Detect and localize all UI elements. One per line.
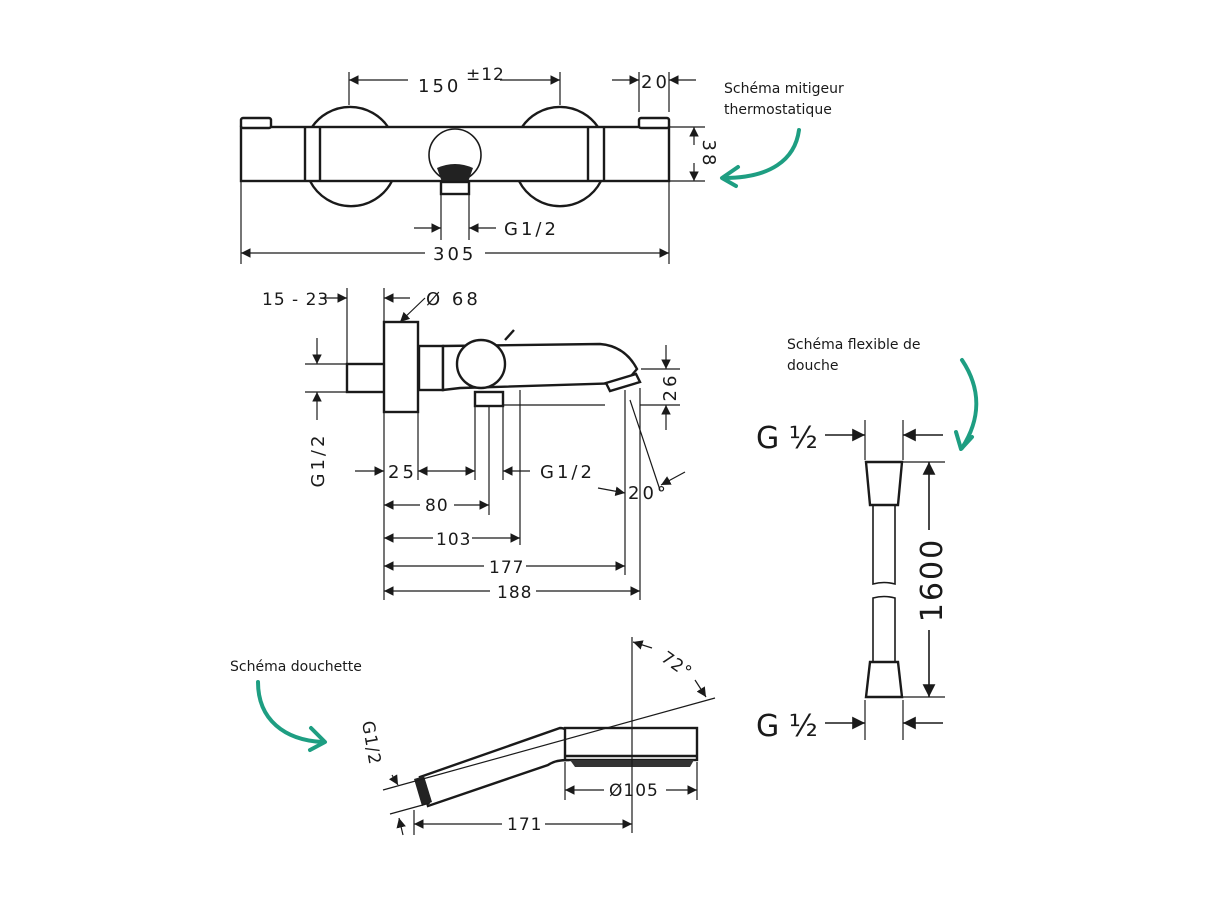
- knob-lever: [504, 329, 515, 341]
- dim-top-thread: G ½: [756, 421, 818, 456]
- dim-103: 103: [436, 530, 471, 550]
- dim-end-width: 20: [641, 72, 670, 93]
- handle-thread-end: [414, 776, 432, 806]
- dim-25: 25: [388, 462, 417, 483]
- dim-height: 38: [698, 140, 719, 169]
- left-disc-top: [311, 105, 389, 128]
- right-disc-bottom: [517, 180, 603, 208]
- thermostat-top-view: 150 ±12 20 38 G1/2 305: [239, 65, 719, 265]
- wall-connector: [345, 362, 387, 394]
- dim-hose-length: 1600: [915, 538, 950, 622]
- dim-80: 80: [425, 496, 449, 516]
- outlet-thread: [439, 180, 471, 196]
- teal-arrow-icon: [256, 680, 324, 744]
- annotation-thermostat: Schéma mitigeur thermostatique: [720, 81, 844, 188]
- dim-diameter: Ø 68: [426, 289, 481, 310]
- dim-outlet-thread: G1/2: [504, 219, 559, 240]
- annotation-handshower: Schéma douchette: [230, 659, 362, 675]
- left-knob-cap: [239, 116, 273, 130]
- annotation-hose-line2: douche: [787, 358, 839, 374]
- coupling-nut: [417, 344, 445, 392]
- dim-head-angle: 72°: [657, 648, 696, 683]
- hose-bottom-section: [872, 595, 896, 695]
- outlet-nut: [437, 164, 473, 182]
- annotation-thermostat-line1: Schéma mitigeur: [724, 81, 844, 97]
- dim-spacing-tolerance: ±12: [466, 65, 505, 85]
- right-disc-top: [521, 105, 599, 128]
- hose-top-ferrule: [864, 460, 904, 507]
- teal-arrow-icon: [960, 358, 979, 450]
- thermostat-side-view: 15 - 23 Ø 68 G1/2 26 25 G1/2 20°: [262, 288, 686, 603]
- wall-disc: [382, 320, 420, 414]
- right-knob-cap: [637, 116, 671, 130]
- outlet-nut-side: [473, 390, 505, 408]
- left-disc-bottom: [308, 180, 394, 208]
- dim-head-diameter: Ø105: [609, 781, 659, 801]
- hand-shower: Schéma douchette G1/2 72° Ø105 171: [230, 637, 716, 836]
- dim-inlet-thread: G1/2: [308, 433, 329, 488]
- dim-handle-length: 171: [507, 815, 542, 835]
- hose-bottom-ferrule: [864, 660, 904, 699]
- hose-top-section: [872, 505, 896, 586]
- dim-177: 177: [489, 558, 524, 578]
- dim-188: 188: [497, 583, 532, 603]
- dim-total-width: 305: [433, 244, 476, 265]
- dim-spout-height: 26: [660, 373, 681, 402]
- dim-wall-offset: 15 - 23: [262, 290, 329, 310]
- dim-outlet-thread-side: G1/2: [540, 462, 595, 483]
- dim-angle: 20°: [628, 483, 669, 504]
- annotation-hose-line1: Schéma flexible de: [787, 337, 920, 353]
- shower-handle: [418, 726, 572, 808]
- dim-handle-thread: G1/2: [357, 719, 384, 766]
- dim-bottom-thread: G ½: [756, 709, 818, 744]
- control-knob: [455, 338, 507, 390]
- aerator: [604, 372, 642, 393]
- shower-hose: Schéma flexible de douche G ½ 1600 G ½: [756, 337, 979, 744]
- dim-spacing: 150: [418, 76, 461, 97]
- annotation-thermostat-line2: thermostatique: [724, 102, 832, 118]
- teal-arrow-icon: [722, 128, 801, 180]
